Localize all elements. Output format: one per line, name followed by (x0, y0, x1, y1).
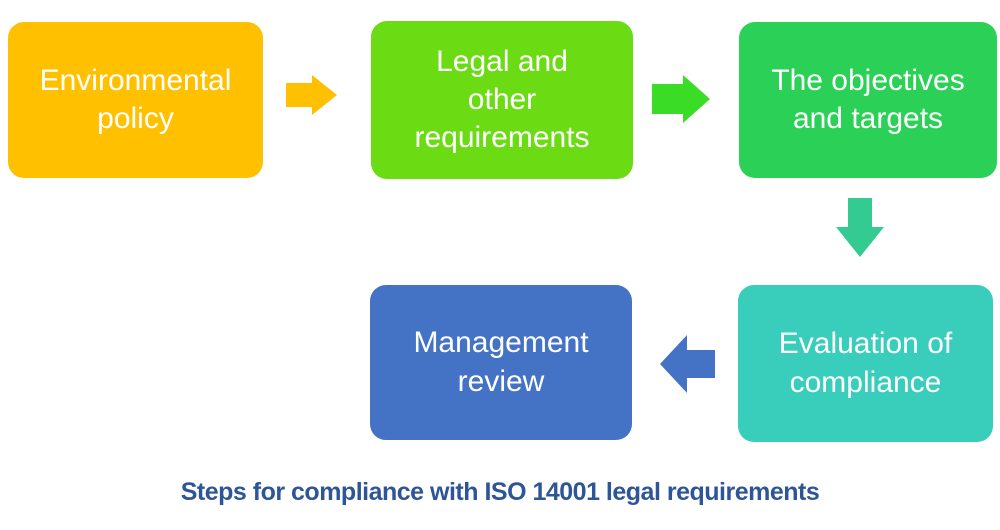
step-label-management-review: Management review (413, 326, 589, 398)
step-box-environmental-policy: Environmental policy (8, 22, 263, 178)
right-arrow-icon (652, 75, 710, 123)
right-arrow-shape (652, 75, 710, 123)
step-label-objectives-and-targets: The objectives and targets (771, 63, 965, 135)
step-box-objectives-and-targets: The objectives and targets (739, 22, 997, 178)
left-arrow-icon (660, 335, 715, 393)
step-box-evaluation-of-compliance: Evaluation of compliance (738, 285, 993, 442)
step-label-legal-and-other-requirements: Legal and other requirements (414, 44, 590, 155)
right-arrow-shape (286, 75, 337, 115)
step-box-management-review: Management review (370, 285, 632, 440)
down-arrow-icon (836, 198, 884, 257)
down-arrow-shape (836, 198, 884, 257)
right-arrow-icon (286, 75, 337, 115)
left-arrow-shape (660, 335, 715, 393)
step-label-evaluation-of-compliance: Evaluation of compliance (778, 327, 953, 399)
step-label-environmental-policy: Environmental policy (39, 63, 232, 135)
diagram-caption: Steps for compliance with ISO 14001 lega… (180, 478, 820, 506)
step-box-legal-and-other-requirements: Legal and other requirements (371, 21, 633, 179)
